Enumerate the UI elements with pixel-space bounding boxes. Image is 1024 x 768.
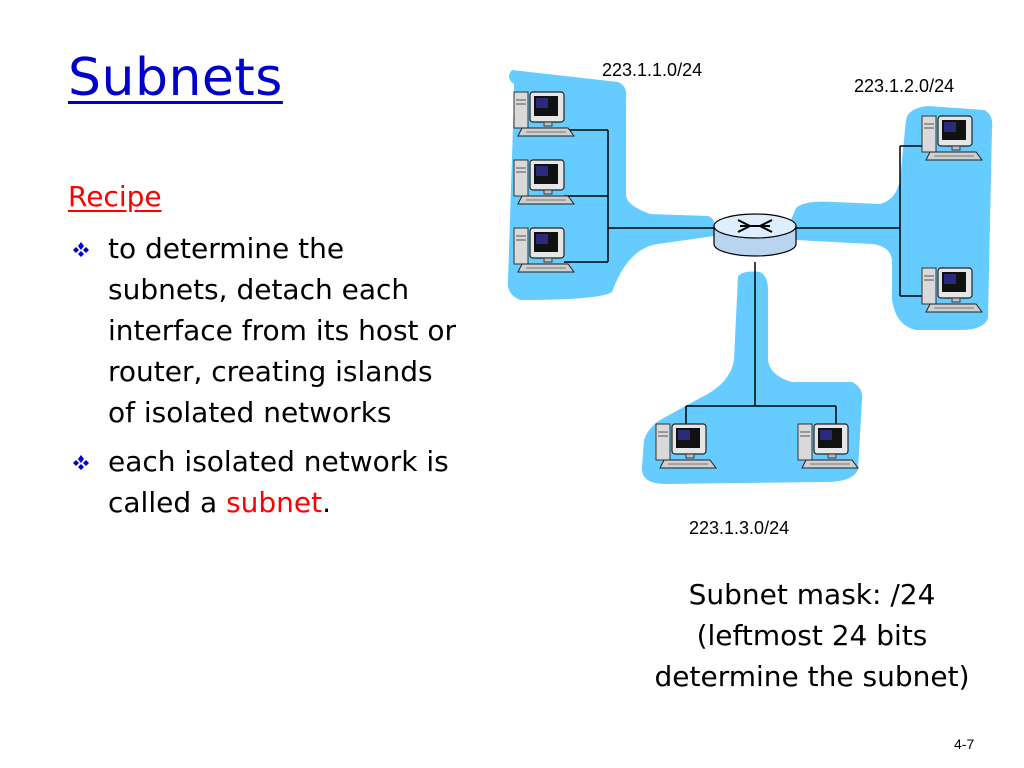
diamond-bullet-icon bbox=[73, 242, 89, 257]
page-number: 4-7 bbox=[954, 736, 975, 752]
bullet-text: to determine the subnets, detach each in… bbox=[108, 232, 457, 429]
subnet-mask-note: Subnet mask: /24 (leftmost 24 bits deter… bbox=[612, 574, 1012, 697]
subnet-term: subnet bbox=[226, 486, 323, 519]
recipe-heading: Recipe bbox=[68, 180, 162, 213]
bullet-item: to determine the subnets, detach each in… bbox=[68, 228, 468, 433]
subnet-label: 223.1.1.0/24 bbox=[602, 60, 703, 80]
subnet-label: 223.1.2.0/24 bbox=[854, 76, 955, 96]
slide-title: Subnets bbox=[68, 48, 283, 108]
bullet-text: each isolated network is called a bbox=[108, 445, 449, 519]
mask-line: (leftmost 24 bits bbox=[696, 619, 928, 652]
bullet-item: each isolated network is called a subnet… bbox=[68, 441, 468, 523]
mask-line: determine the subnet) bbox=[654, 660, 970, 693]
bullet-punctuation: . bbox=[322, 486, 332, 519]
mask-line: Subnet mask: /24 bbox=[688, 578, 936, 611]
diamond-bullet-icon bbox=[73, 455, 89, 470]
router-icon bbox=[713, 213, 797, 257]
subnet-label: 223.1.3.0/24 bbox=[689, 518, 790, 538]
bullet-list: to determine the subnets, detach each in… bbox=[68, 228, 468, 531]
